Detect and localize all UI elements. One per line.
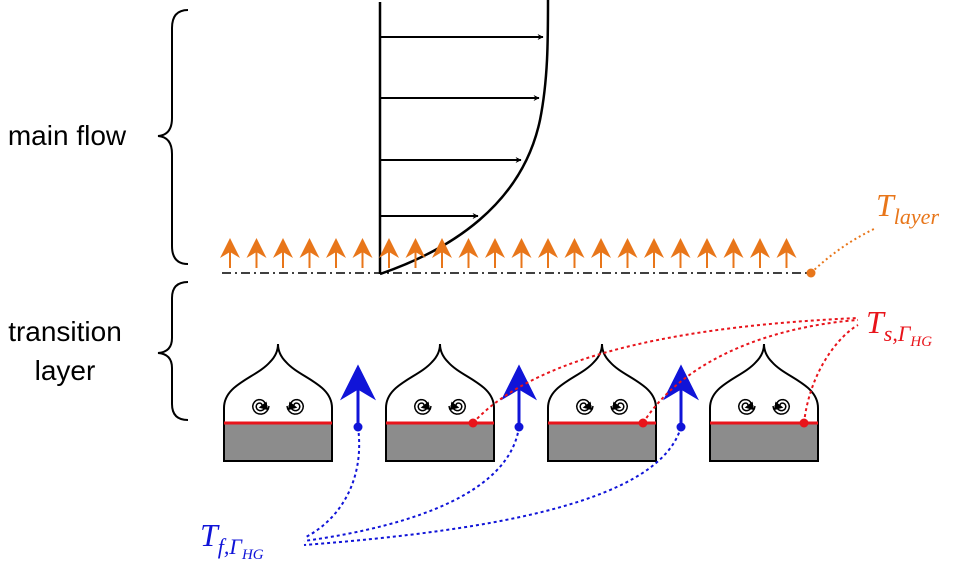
t-f-sub: f,Γ — [218, 534, 244, 559]
velocity-arrows — [380, 34, 544, 219]
t-s-label: Ts,ΓHG — [866, 304, 932, 350]
surface-temperature-leaders — [468, 317, 859, 428]
element-base — [223, 422, 333, 462]
layer-heat-flux-arrows — [220, 238, 797, 268]
t-layer-leader — [810, 227, 877, 274]
fluid-temperature-arrows — [340, 364, 699, 432]
t-f-label: Tf,ΓHG — [200, 517, 264, 562]
vortex-icon — [737, 398, 756, 415]
transition-label-line1: transition — [8, 316, 122, 347]
t-layer-sub: layer — [894, 204, 940, 229]
velocity-profile-curve — [379, 0, 550, 276]
vortex-icon — [448, 398, 467, 415]
red-leader — [803, 324, 859, 424]
t-f-subsub: HG — [241, 547, 264, 562]
t-f-base: T — [200, 517, 220, 553]
element-dome — [223, 343, 333, 423]
element-base — [547, 422, 657, 462]
roughness-element — [223, 343, 333, 462]
vortex-icon — [413, 398, 432, 415]
main-flow-label: main flow — [8, 120, 127, 151]
element-dome — [709, 343, 819, 423]
red-leader — [642, 319, 859, 424]
main-flow-brace — [157, 9, 189, 265]
blue-leader — [303, 426, 682, 546]
element-dome — [547, 343, 657, 423]
t-s-sub: s,Γ — [884, 321, 912, 346]
vortex-icon — [286, 398, 305, 415]
blue-leader — [303, 426, 520, 542]
transition-label-line2: layer — [35, 355, 96, 386]
vortex-icon — [575, 398, 594, 415]
t-s-subsub: HG — [909, 334, 932, 350]
transition-layer-brace — [157, 281, 189, 421]
element-base — [709, 422, 819, 462]
red-leader — [472, 317, 859, 424]
fluid-temperature-leaders — [303, 426, 682, 546]
roughness-element — [709, 343, 819, 462]
t-layer-base: T — [876, 187, 896, 223]
roughness-elements — [223, 343, 819, 462]
t-layer-label: Tlayer — [876, 187, 939, 229]
roughness-element — [547, 343, 657, 462]
roughness-element — [385, 343, 495, 462]
vortex-icon — [251, 398, 270, 415]
element-dome — [385, 343, 495, 423]
vortex-icon — [772, 398, 791, 415]
vortex-icon — [610, 398, 629, 415]
t-s-base: T — [866, 304, 886, 340]
element-base — [385, 422, 495, 462]
